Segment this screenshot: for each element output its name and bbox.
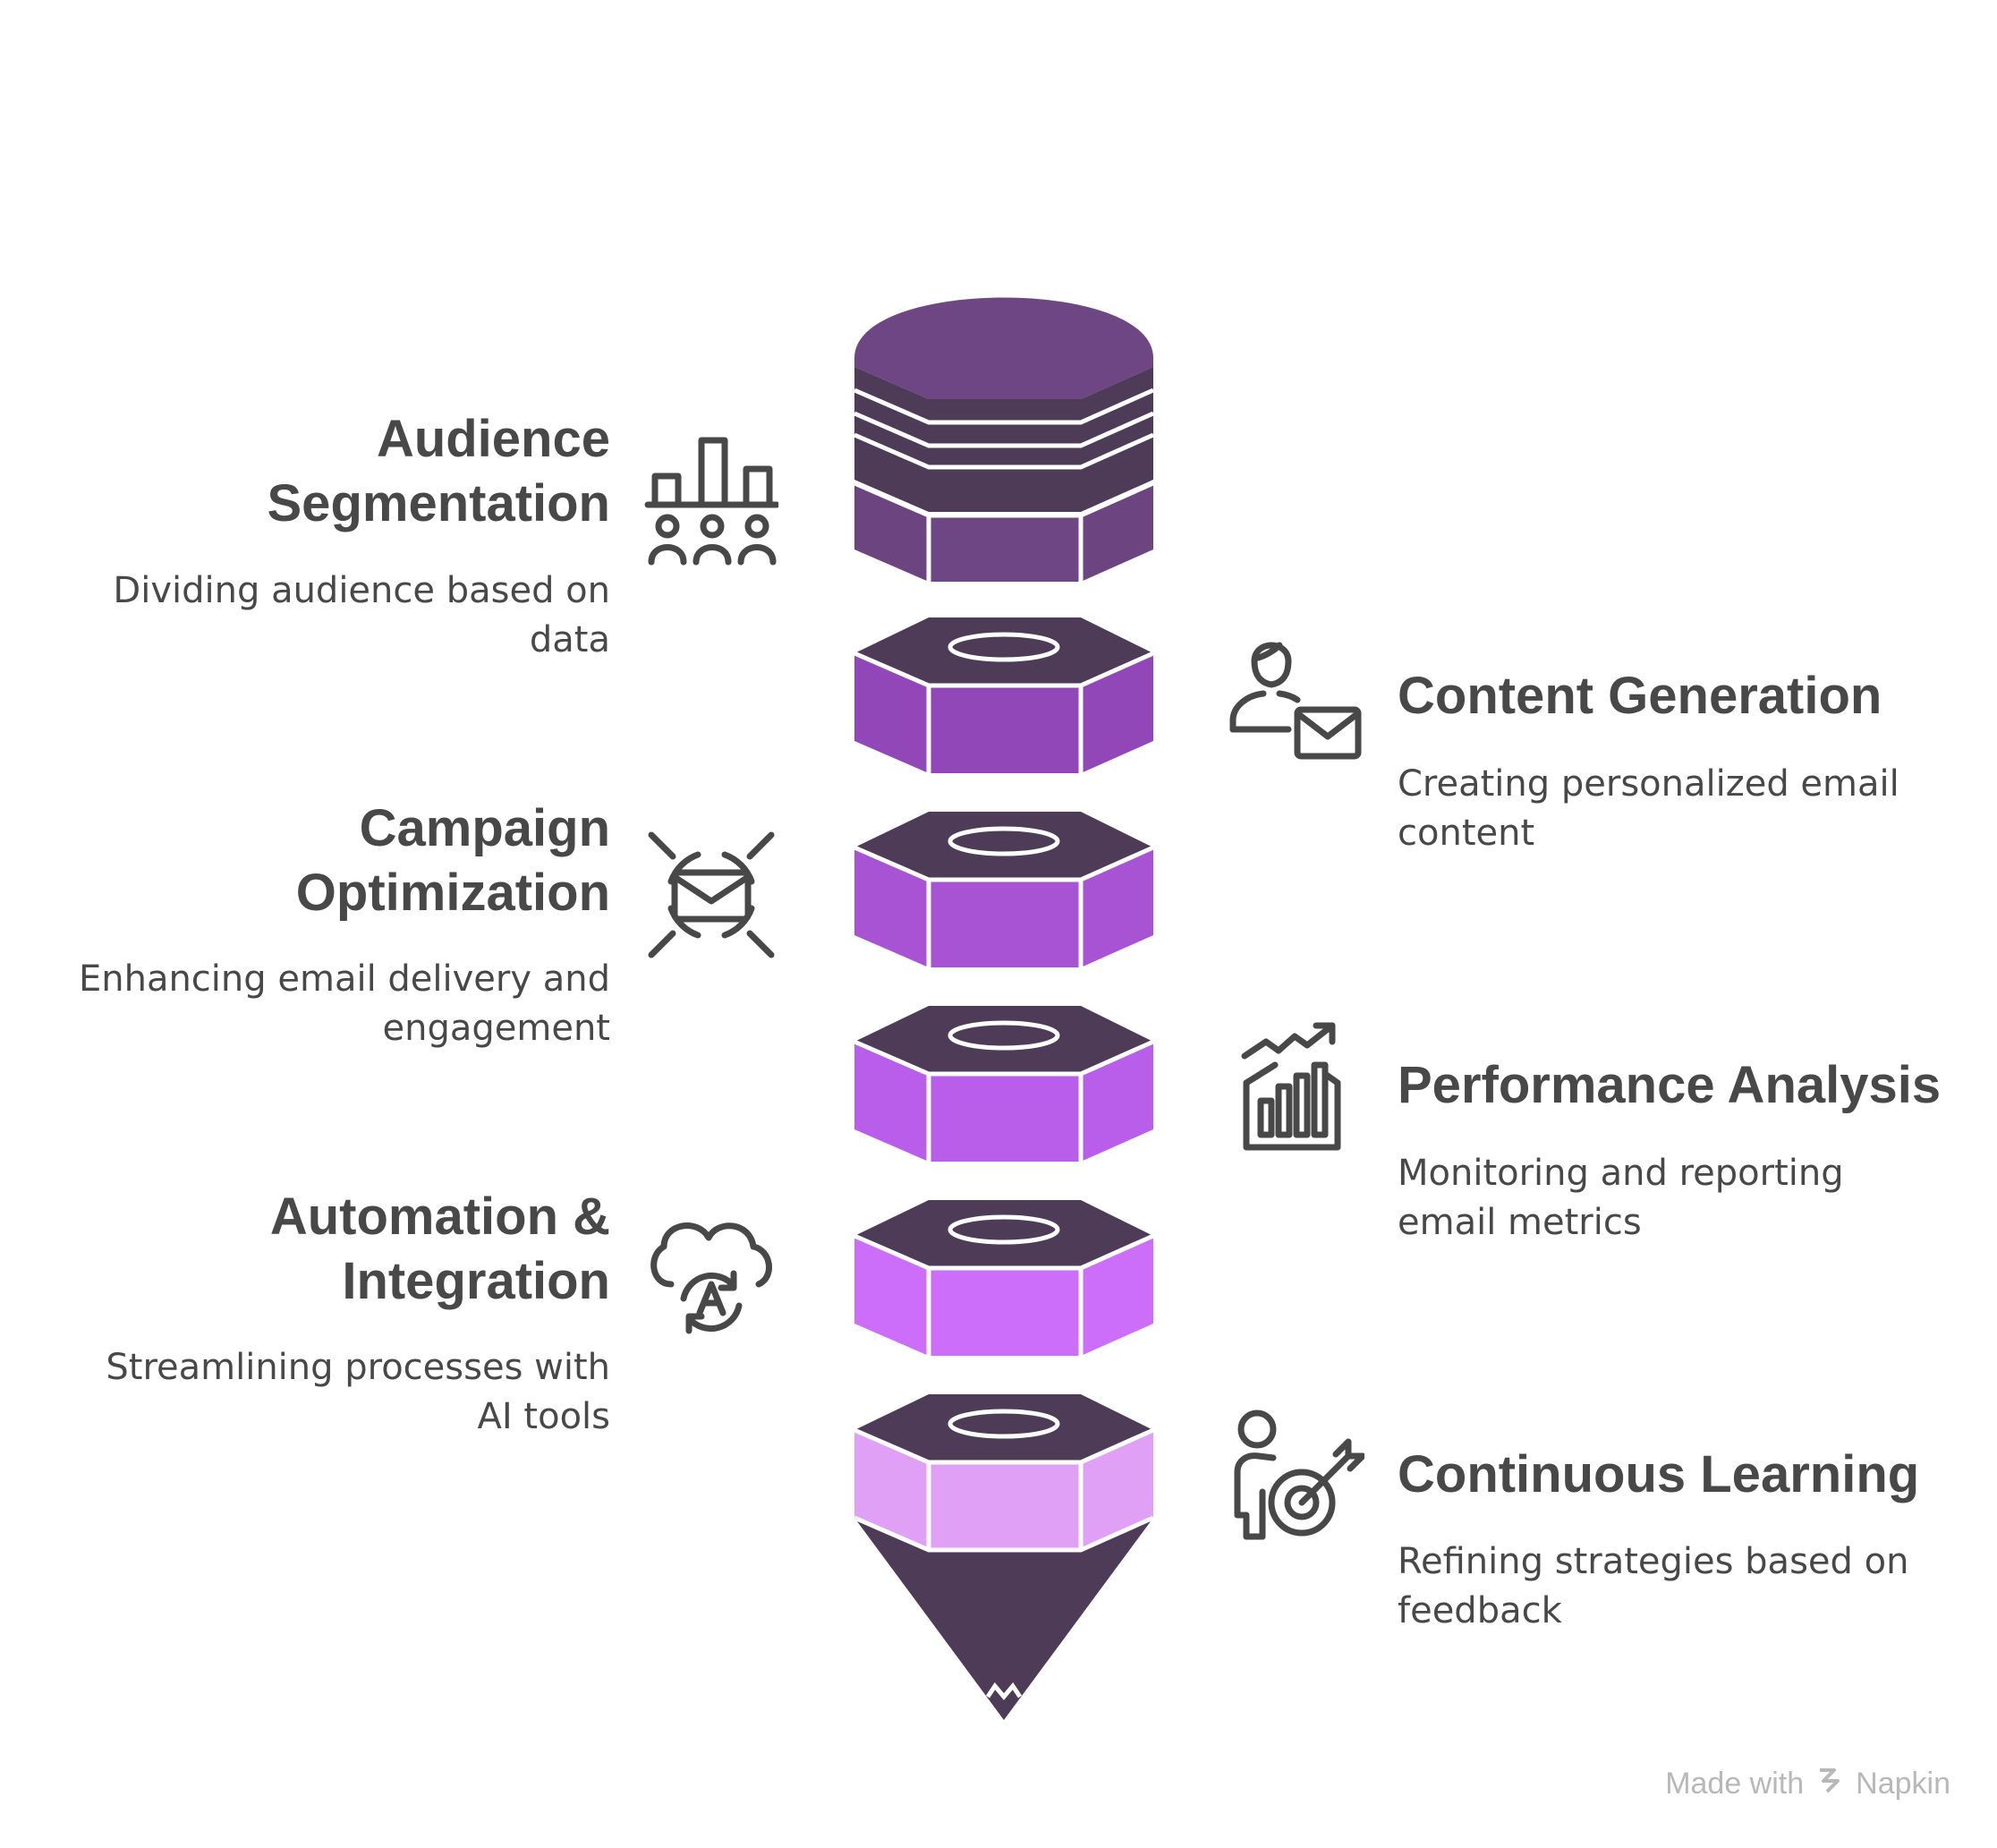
segment-right-face [1081,1042,1153,1162]
step-2-description: Creating personalized email content [1398,763,1899,854]
pencil-tip [854,1515,1155,1720]
segment-front-face [929,1074,1081,1162]
segment-front-face [929,686,1081,773]
segment-2 [854,617,1155,773]
segment-front-face [929,880,1081,967]
segment-right-face [1081,653,1153,773]
step-6-description: Refining strategies based on feedback [1398,1541,1909,1631]
segment-ring [948,1409,1060,1439]
segment-ring [948,826,1060,856]
performance-analysis-icon [1239,1020,1373,1154]
step-1-title: Audience Segmentation [267,410,611,532]
segment-top [854,1394,1153,1462]
segment-right-face [1081,1430,1153,1550]
segment-top [854,617,1153,686]
top-dome [854,297,1153,399]
segment-top [854,1006,1153,1074]
segment-left-face [854,1236,929,1356]
band-line [854,387,1155,425]
band-line [854,432,1155,470]
made-with-napkin-brand: Made with Napkin [1665,1765,1950,1803]
band-line [854,411,1155,448]
segment-left-face [854,653,929,773]
campaign-optimization-icon [644,828,778,962]
segment-1 [854,297,1155,582]
brand-name: Napkin [1856,1767,1950,1801]
segment-left-face [854,847,929,967]
segment-right-face [1081,1236,1153,1356]
segment-ring [948,1020,1060,1051]
step-1-description: Dividing audience based on data [113,570,610,660]
segment-top [854,1200,1153,1268]
tip-cone [854,1518,1153,1720]
step-6-title: Continuous Learning [1398,1445,1920,1503]
automation-integration-icon [644,1213,778,1347]
step-5-description: Streamlining processes with AI tools [106,1347,610,1437]
segment-5 [854,1200,1155,1356]
prism-front [929,515,1081,582]
segment-top [854,812,1153,880]
segment-right-face [1081,847,1153,967]
segment-3 [854,812,1155,967]
segment-ring [948,1214,1060,1245]
napkin-logo-icon [1814,1765,1845,1803]
step-4-description: Monitoring and reporting email metrics [1398,1153,1844,1243]
segment-4 [854,1006,1155,1162]
segment-6 [854,1394,1155,1550]
segment-left-face [854,1042,929,1162]
segment-ring [948,632,1060,662]
tip-mark [985,1682,1023,1700]
step-4-title: Performance Analysis [1398,1056,1942,1114]
audience-segmentation-icon [644,437,778,571]
brand-prefix: Made with [1665,1767,1805,1801]
step-2-title: Content Generation [1398,667,1882,725]
band-block [854,367,1153,512]
segment-front-face [929,1268,1081,1356]
step-3-description: Enhancing email delivery and engagement [78,958,610,1049]
step-3-title: Campaign Optimization [295,799,610,922]
segment-front-face [929,1462,1081,1550]
segment-left-face [854,1430,929,1550]
continuous-learning-icon [1230,1409,1364,1544]
step-5-title: Automation & Integration [269,1188,610,1310]
content-generation-icon [1228,631,1362,765]
